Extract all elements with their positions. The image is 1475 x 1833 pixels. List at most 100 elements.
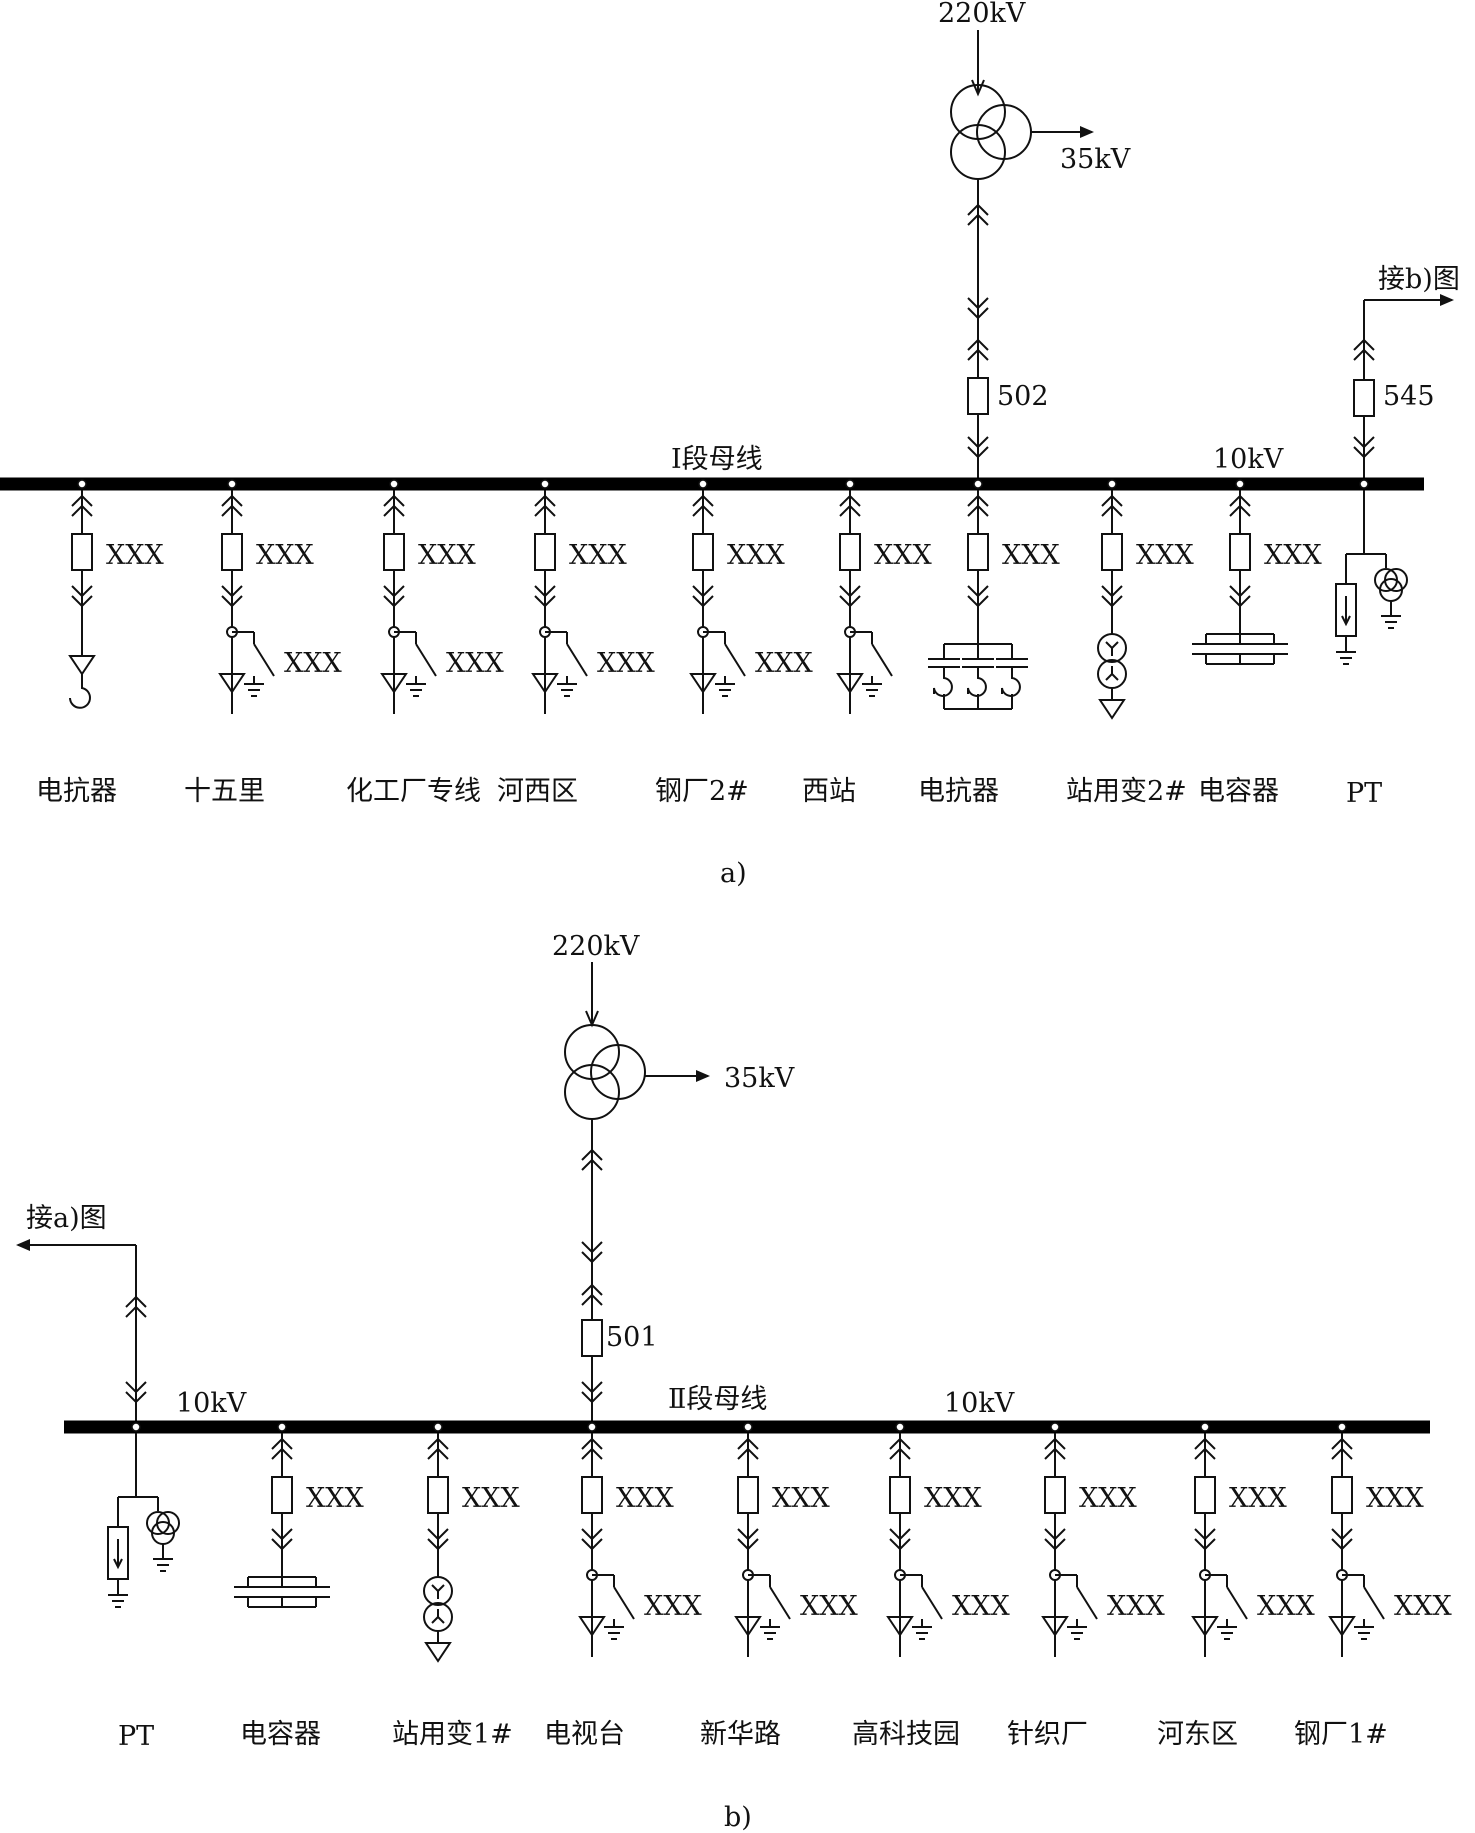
diagram-b: 220kV 35kV 501 <box>16 931 1452 1833</box>
earthing-switch-label: XXX <box>284 648 342 679</box>
a-caption: a) <box>720 858 747 889</box>
b-incomer-breaker-label: 501 <box>606 1322 658 1353</box>
a-incomer-breaker-label: 502 <box>997 381 1049 412</box>
b-feeder-transformer: XXX 站用变1# <box>392 1422 520 1750</box>
bus-tap-node <box>1359 479 1369 489</box>
b-caption: b) <box>724 1802 752 1833</box>
breaker-label: XXX <box>256 540 314 571</box>
bus-tap-node <box>277 1422 287 1432</box>
a-bus-name-label: Ⅰ段母线 <box>671 444 763 475</box>
breaker-label: XXX <box>462 1483 520 1514</box>
b-incomer-breaker <box>581 1319 603 1357</box>
a-feeder-capacitor: XXX 电容器 <box>1192 479 1322 807</box>
b-bus-name-label: Ⅱ段母线 <box>668 1384 767 1415</box>
bus-tap-node <box>540 479 550 489</box>
feeder-name-label: PT <box>1346 778 1382 809</box>
breaker-label: XXX <box>924 1483 982 1514</box>
feeder-name-label: 站用变2# <box>1066 776 1187 807</box>
breaker-label: XXX <box>1366 1483 1424 1514</box>
bus-tap-node <box>845 479 855 489</box>
a-feeder-transformer: XXX 站用变2# <box>1066 479 1194 807</box>
a-feeder-reactor: XXX 电抗器 <box>36 479 164 807</box>
feeder-name-label: 电容器 <box>1198 776 1279 807</box>
earthing-switch-label: XXX <box>952 1591 1010 1622</box>
a-connect-note: 接b)图 <box>1378 264 1460 295</box>
bus-tap-node <box>1200 1422 1210 1432</box>
bus-tap-node <box>895 1422 905 1432</box>
bus-tap-node <box>1050 1422 1060 1432</box>
bus-tap-node <box>1337 1422 1347 1432</box>
feeder-name-label: 河西区 <box>497 776 578 807</box>
breaker-label: XXX <box>1079 1483 1137 1514</box>
b-tie-bay <box>16 1239 147 1425</box>
breaker-label: XXX <box>418 540 476 571</box>
breaker-label: XXX <box>1264 540 1322 571</box>
bus-tap-node <box>131 1422 141 1432</box>
earthing-switch-label: XXX <box>1394 1591 1452 1622</box>
bus-tap-node <box>587 1422 597 1432</box>
feeder-name-label: 河东区 <box>1157 1719 1238 1750</box>
a-tie-breaker <box>1353 379 1375 417</box>
feeder-name-label: PT <box>118 1721 154 1752</box>
earthing-switch-label: XXX <box>644 1591 702 1622</box>
a-tertiary-voltage-label: 35kV <box>1060 144 1131 175</box>
a-top-voltage-label: 220kV <box>938 0 1026 29</box>
a-bus-voltage-label: 10kV <box>1213 444 1284 475</box>
earthing-switch-label: XXX <box>1107 1591 1165 1622</box>
b-incomer-bay <box>581 1119 603 1425</box>
bus-tap-node <box>77 479 87 489</box>
feeder-name-label: 针织厂 <box>1007 1719 1088 1750</box>
feeder-name-label: 高科技园 <box>852 1719 960 1750</box>
a-feeder-line: XXX XXX 十五里 <box>184 479 342 807</box>
feeder-name-label: 电容器 <box>240 1719 321 1750</box>
earthing-switch-label: XXX <box>1257 1591 1315 1622</box>
a-incomer-bay <box>967 179 989 482</box>
b-incoming-arrow <box>585 962 599 1028</box>
feeder-name-label: 化工厂专线 <box>346 776 481 807</box>
bus-tap-node <box>973 479 983 489</box>
breaker-label: XXX <box>569 540 627 571</box>
a-feeders: XXX电抗器XXXXXX十五里XXXXXX化工厂专线XXXXXX河西区XXXXX… <box>36 479 1408 809</box>
earthing-switch-label: XXX <box>755 648 813 679</box>
feeder-name-label: 新华路 <box>700 1719 781 1750</box>
a-incomer-breaker <box>967 377 989 415</box>
b-main-transformer <box>564 1024 710 1120</box>
feeder-name-label: 电抗器 <box>918 776 999 807</box>
b-feeder-capacitor: XXX 电容器 <box>234 1422 364 1750</box>
b-feeder-line: XXX XXX 高科技园 <box>852 1422 1010 1750</box>
diagram-a: 220kV 35kV 502 <box>0 0 1460 889</box>
feeder-name-label: 钢厂1# <box>1294 1719 1388 1750</box>
feeder-name-label: 十五里 <box>184 776 265 807</box>
b-connect-note: 接a)图 <box>26 1203 107 1234</box>
earthing-switch-label: XXX <box>800 1591 858 1622</box>
bus-tap-node <box>743 1422 753 1432</box>
b-feeder-pt: PT <box>107 1422 180 1752</box>
bus-tap-node <box>389 479 399 489</box>
b-feeders: PTXXX电容器XXX站用变1#XXXXXX电视台XXXXXX新华路XXXXXX… <box>107 1422 1452 1752</box>
b-tertiary-voltage-label: 35kV <box>724 1063 795 1094</box>
feeder-name-label: 钢厂2# <box>655 776 749 807</box>
earthing-switch-label: XXX <box>597 648 655 679</box>
bus-tap-node <box>433 1422 443 1432</box>
b-bus-voltage-right-label: 10kV <box>944 1388 1015 1419</box>
a-tie-bay <box>1353 294 1454 482</box>
b-feeder-line: XXX XXX 针织厂 <box>1007 1422 1165 1750</box>
breaker-label: XXX <box>106 540 164 571</box>
breaker-label: XXX <box>306 1483 364 1514</box>
bus-tap-node <box>227 479 237 489</box>
feeder-name-label: 西站 <box>802 776 856 807</box>
a-feeder-pt: PT <box>1335 479 1408 809</box>
feeder-name-label: 电抗器 <box>36 776 117 807</box>
breaker-label: XXX <box>1136 540 1194 571</box>
feeder-name-label: 电视台 <box>544 1719 625 1750</box>
breaker-label: XXX <box>874 540 932 571</box>
b-feeder-line: XXX XXX 钢厂1# <box>1294 1422 1452 1750</box>
a-tie-breaker-label: 545 <box>1383 381 1435 412</box>
feeder-name-label: 站用变1# <box>392 1719 513 1750</box>
b-bus-voltage-left-label: 10kV <box>176 1388 247 1419</box>
